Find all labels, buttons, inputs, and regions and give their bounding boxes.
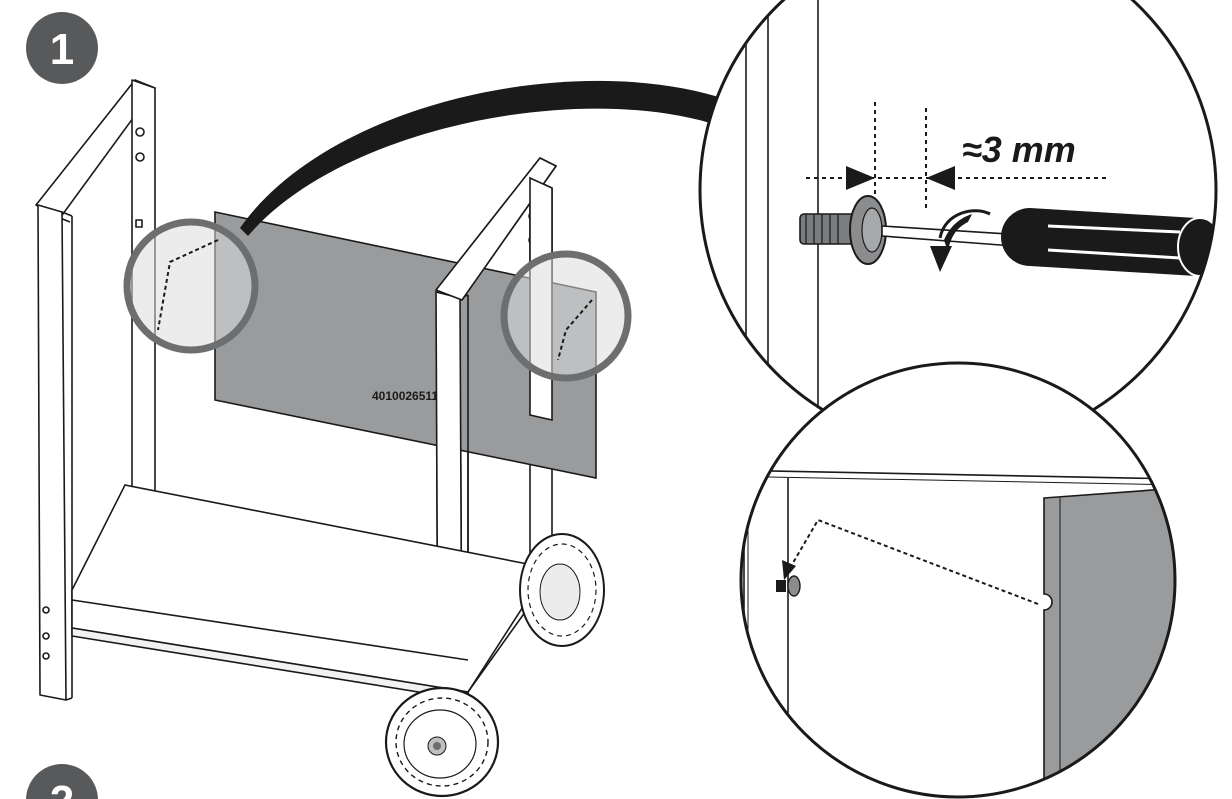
gap-measurement-label: ≈3 mm bbox=[962, 129, 1076, 170]
screw-icon bbox=[799, 195, 887, 265]
wheel-icon bbox=[519, 533, 605, 647]
detail-bottom bbox=[739, 361, 1177, 799]
step-1-badge: 1 bbox=[26, 12, 98, 84]
magnifier-icon bbox=[123, 218, 259, 354]
magnifier-icon bbox=[500, 250, 632, 382]
wheel-icon bbox=[384, 686, 500, 798]
screwdriver-icon bbox=[881, 208, 1216, 277]
detail-top: ≈3 mm bbox=[698, 0, 1218, 450]
detail-connector bbox=[240, 80, 728, 236]
rotation-arrow-icon bbox=[930, 209, 991, 272]
panel-part-number: 4010026511 bbox=[372, 389, 438, 403]
step-1-number: 1 bbox=[50, 25, 74, 74]
screw-icon bbox=[776, 575, 801, 597]
step-2-number: 2 bbox=[50, 777, 74, 799]
bottom-shelf bbox=[71, 484, 553, 701]
step-2-badge: 2 bbox=[26, 764, 98, 799]
